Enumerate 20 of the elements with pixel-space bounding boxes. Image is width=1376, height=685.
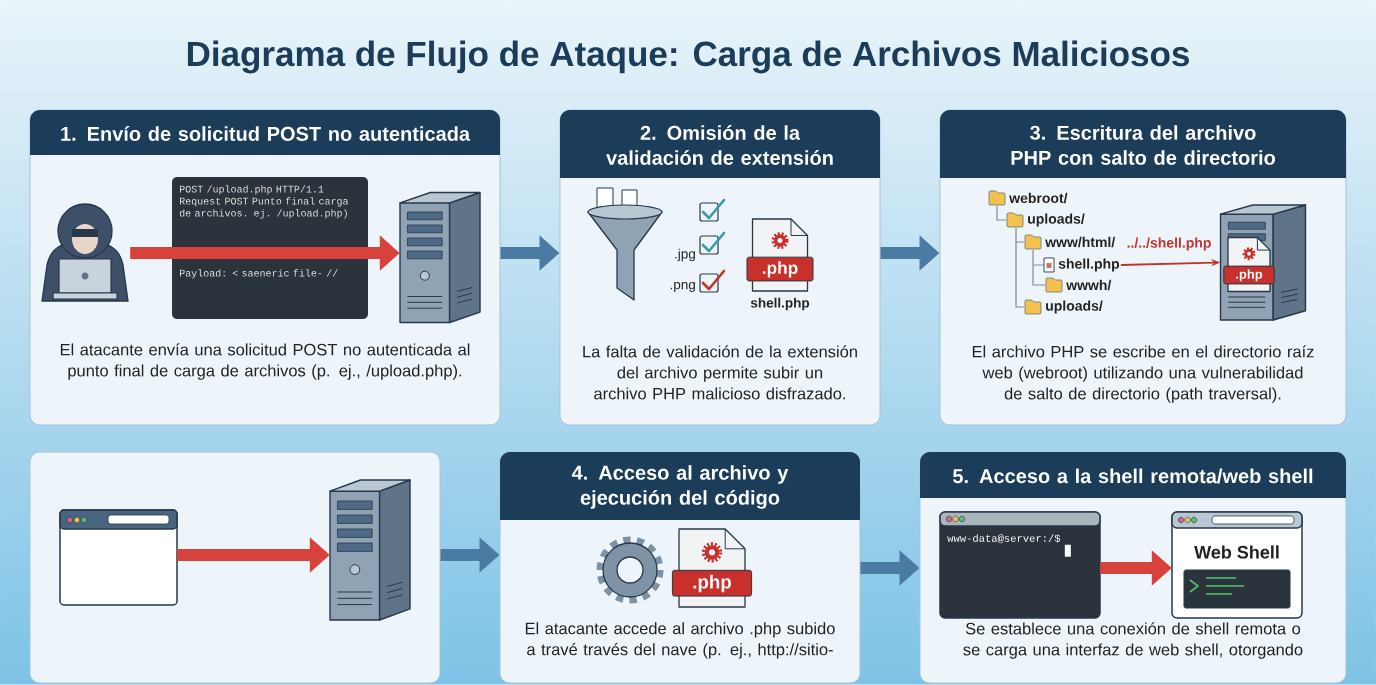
hacker-drawing [41, 203, 129, 302]
extension-label: .jpg [675, 248, 695, 262]
folder-label: uploads/ [1046, 300, 1103, 314]
file-entry: shell.php [1043, 257, 1120, 273]
folder-label: wwwh/ [1066, 279, 1112, 291]
server-icon [399, 191, 481, 324]
code-text: POST /upload.php HTTP/1.1 Request POST Punto final carga de archivos. ej. /upload.php) [179, 185, 349, 219]
code-text: Payload: < saeneric file- // [180, 269, 338, 279]
edge-label: ../../shell.php [1125, 236, 1213, 252]
browser-window-icon [59, 509, 178, 606]
extension-label: .png [670, 281, 695, 293]
folder-label: www/html/ [1045, 236, 1116, 248]
server-icon [329, 479, 411, 621]
folder-label: uploads/ [1028, 213, 1085, 227]
node-label: shell.php [1058, 258, 1120, 272]
folder-label: webroot/ [1009, 192, 1068, 204]
terminal-window: www-data@server:/$ [939, 511, 1101, 619]
title: Diagrama de Flujo de Ataque: Carga de Archivos Maliciosos [187, 40, 1189, 74]
file-caption: shell.php [750, 297, 810, 311]
web-shell-window: Web Shell [1171, 511, 1303, 619]
